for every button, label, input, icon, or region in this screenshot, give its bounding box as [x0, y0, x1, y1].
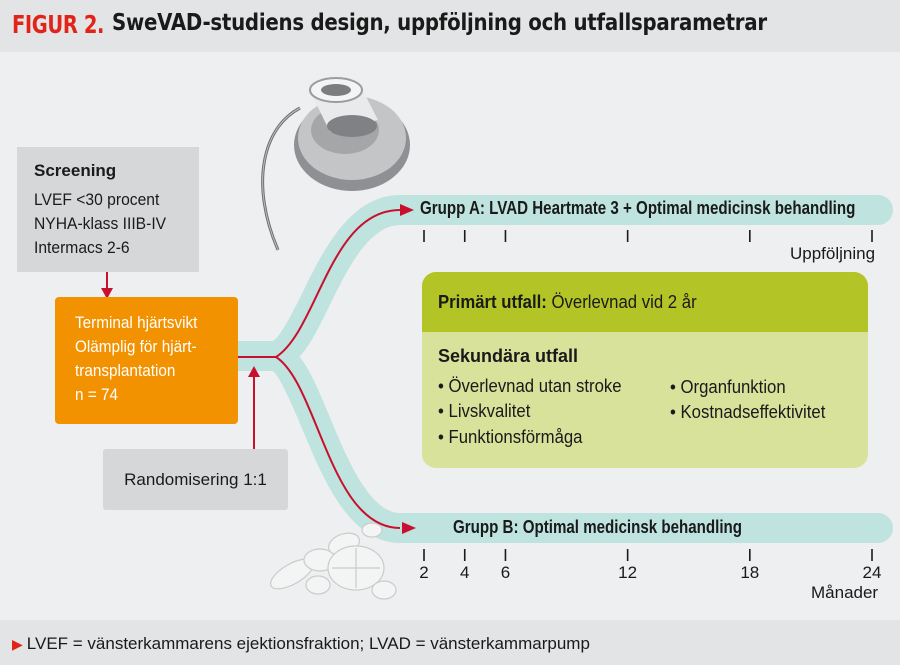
followup-label: Uppföljning — [790, 244, 876, 263]
secondary-outcome-item: • Funktionsförmåga — [438, 427, 583, 447]
outcomes-card: Primärt utfall: Överlevnad vid 2 år Seku… — [422, 272, 868, 468]
footnote: ▶LVEF = vänsterkammarens ejektionsfrakti… — [12, 634, 590, 654]
screening-criterion: LVEF <30 procent — [34, 190, 160, 209]
secondary-outcome-item: • Kostnadseffektivitet — [670, 402, 826, 422]
figure-number: FIGUR 2. — [12, 10, 105, 39]
population-box: Terminal hjärtsvikt Olämplig för hjärt- … — [55, 297, 238, 424]
population-count: n = 74 — [75, 385, 118, 404]
population-line: Olämplig för hjärt- — [75, 337, 197, 356]
primary-outcome-value: Överlevnad vid 2 år — [546, 292, 697, 312]
secondary-outcome-item: • Organfunktion — [670, 377, 786, 397]
timeline-tick-label: 6 — [500, 563, 511, 582]
timeline-tick-label: 4 — [459, 563, 470, 582]
screening-criterion: NYHA-klass IIIB-IV — [34, 214, 167, 233]
primary-outcome-label: Primärt utfall: — [438, 292, 547, 312]
timeline-tick-label: 12 — [618, 563, 638, 582]
group-b-label: Grupp B: Optimal medicinsk behandling — [453, 517, 742, 537]
randomization-box: Randomisering 1:1 — [103, 449, 288, 510]
arrow-icon — [400, 204, 414, 216]
group-b-ticks — [423, 549, 873, 561]
arrow-icon — [101, 288, 113, 299]
timeline-unit-label: Månader — [811, 583, 879, 602]
primary-outcome: Primärt utfall: Överlevnad vid 2 år — [438, 292, 697, 313]
group-a-label: Grupp A: LVAD Heartmate 3 + Optimal medi… — [420, 198, 856, 218]
primary-outcome-bar — [422, 272, 868, 332]
figure-title: SweVAD-studiens design, uppföljning och … — [112, 10, 767, 36]
timeline-tick-label: 24 — [862, 563, 882, 582]
secondary-outcome-item: • Överlevnad utan stroke — [438, 376, 622, 396]
pills-illustration — [270, 522, 397, 600]
footnote-text: LVEF = vänsterkammarens ejektionsfraktio… — [26, 634, 590, 653]
screening-title: Screening — [34, 161, 117, 180]
screening-criterion: Intermacs 2-6 — [34, 238, 130, 257]
branch-arrows — [238, 209, 401, 529]
timeline-tick-label: 18 — [740, 563, 760, 582]
screening-box: Screening LVEF <30 procent NYHA-klass II… — [17, 147, 199, 272]
footnote-marker: ▶ — [12, 636, 23, 652]
figure-header — [0, 0, 900, 52]
secondary-outcomes-title: Sekundära utfall — [438, 346, 579, 366]
footer-bar — [0, 620, 900, 665]
secondary-outcome-item: • Livskvalitet — [438, 401, 531, 421]
population-line: transplantation — [75, 361, 176, 380]
arrow-icon — [248, 366, 260, 377]
timeline-tick-label: 2 — [419, 563, 429, 582]
population-line: Terminal hjärtsvikt — [75, 313, 198, 332]
group-a-ticks — [423, 230, 873, 242]
arrow-icon — [402, 522, 416, 534]
lvad-pump-illustration — [261, 77, 410, 251]
